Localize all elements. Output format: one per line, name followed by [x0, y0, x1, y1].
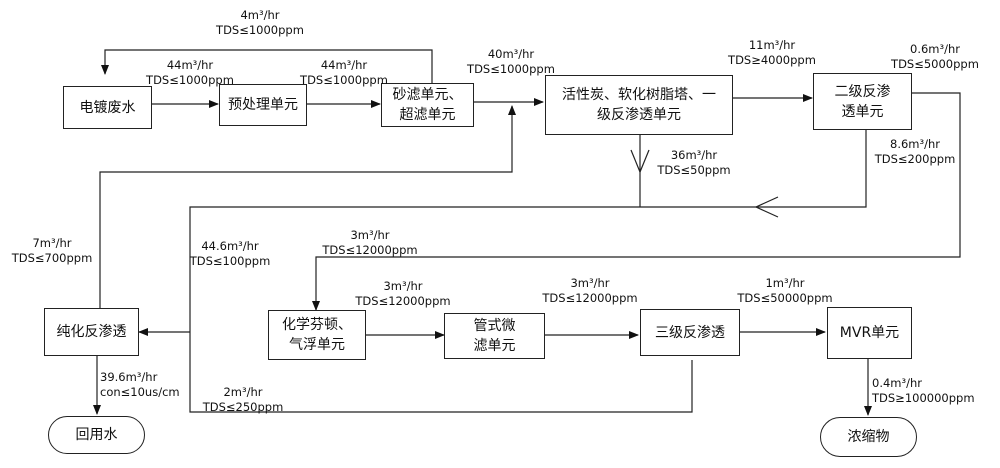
flow-label-recycle: 4m³/hr TDS≤1000ppm	[210, 8, 310, 38]
flow-rate: 7m³/hr	[32, 236, 72, 250]
flow-label-2: 2m³/hr TDS≤250ppm	[188, 385, 298, 415]
flow-quality: TDS≤12000ppm	[355, 294, 451, 308]
node-ro2[interactable]: 二级反渗透单元	[813, 73, 912, 130]
flow-rate: 0.4m³/hr	[872, 376, 922, 390]
node-sandfilter[interactable]: 砂滤单元、超滤单元	[381, 83, 474, 127]
flow-rate: 4m³/hr	[240, 8, 280, 22]
node-pretreat[interactable]: 预处理单元	[219, 84, 307, 126]
node-purify[interactable]: 纯化反渗透	[44, 308, 139, 356]
flow-label-446: 44.6m³/hr TDS≤100ppm	[180, 239, 280, 269]
flow-rate: 11m³/hr	[748, 38, 796, 52]
flow-label-06: 0.6m³/hr TDS≤5000ppm	[880, 42, 990, 72]
flow-rate: 3m³/hr	[570, 276, 610, 290]
flow-rate: 36m³/hr	[670, 148, 718, 162]
flow-label-04: 0.4m³/hr TDS≥100000ppm	[872, 376, 997, 406]
flow-quality: TDS≤1000ppm	[467, 62, 555, 76]
flow-quality: TDS≤12000ppm	[322, 243, 418, 257]
flow-label-44b: 44m³/hr TDS≤1000ppm	[294, 58, 394, 88]
flow-rate: 1m³/hr	[765, 276, 805, 290]
flow-rate: 44m³/hr	[320, 58, 368, 72]
recycle-line	[101, 49, 433, 83]
flow-quality: TDS≤50ppm	[657, 163, 731, 177]
line-permeate-trunk	[189, 206, 760, 413]
flow-rate: 39.6m³/hr	[100, 370, 158, 384]
flow-rate: 44.6m³/hr	[201, 239, 259, 253]
flow-quality: TDS≤1000ppm	[146, 73, 234, 87]
flow-label-396: 39.6m³/hr con≤10us/cm	[100, 370, 200, 400]
flow-rate: 0.6m³/hr	[910, 42, 960, 56]
flow-rate: 8.6m³/hr	[890, 137, 940, 151]
flow-quality: TDS≤50000ppm	[737, 291, 833, 305]
node-mvr[interactable]: MVR单元	[827, 307, 912, 359]
flow-quality: TDS≤700ppm	[11, 251, 93, 265]
node-tubular[interactable]: 管式微滤单元	[444, 313, 545, 359]
flow-rate: 44m³/hr	[166, 58, 214, 72]
flow-quality: TDS≥4000ppm	[728, 53, 816, 67]
flow-label-3a: 3m³/hr TDS≤12000ppm	[310, 228, 430, 258]
node-reuse[interactable]: 回用水	[48, 416, 145, 454]
open-arrow-down	[630, 149, 650, 174]
flow-quality: TDS≤100ppm	[189, 254, 271, 268]
flow-label-36: 36m³/hr TDS≤50ppm	[644, 148, 744, 178]
flow-label-44a: 44m³/hr TDS≤1000ppm	[140, 58, 240, 88]
flow-rate: 2m³/hr	[223, 385, 263, 399]
node-ro3[interactable]: 三级反渗透	[640, 309, 740, 356]
line-ro2-fenton	[312, 92, 961, 311]
flow-rate: 3m³/hr	[383, 279, 423, 293]
node-concentrate[interactable]: 浓缩物	[820, 417, 917, 457]
flow-quality: TDS≤5000ppm	[891, 57, 979, 71]
flow-quality: TDS≤250ppm	[202, 400, 284, 414]
flow-label-7: 7m³/hr TDS≤700ppm	[4, 236, 100, 266]
flow-quality: TDS≤12000ppm	[542, 291, 638, 305]
flow-label-1: 1m³/hr TDS≤50000ppm	[730, 276, 840, 306]
flow-quality: con≤10us/cm	[100, 385, 180, 399]
flow-label-3c: 3m³/hr TDS≤12000ppm	[535, 276, 645, 306]
flow-quality: TDS≤1000ppm	[300, 73, 388, 87]
flow-label-3b: 3m³/hr TDS≤12000ppm	[348, 279, 458, 309]
flow-quality: TDS≥100000ppm	[872, 391, 975, 405]
flow-label-86: 8.6m³/hr TDS≤200ppm	[860, 137, 970, 167]
node-fenton[interactable]: 化学芬顿、气浮单元	[268, 310, 366, 360]
flow-quality: TDS≤1000ppm	[216, 23, 304, 37]
line-ro2-permeate	[760, 130, 867, 208]
flow-quality: TDS≤200ppm	[874, 152, 956, 166]
node-wastewater[interactable]: 电镀废水	[63, 86, 152, 129]
flow-rate: 40m³/hr	[487, 47, 535, 61]
flow-rate: 3m³/hr	[350, 228, 390, 242]
flow-label-40: 40m³/hr TDS≤1000ppm	[456, 47, 566, 77]
node-carbon[interactable]: 活性炭、软化树脂塔、一级反渗透单元	[545, 75, 733, 135]
line-purify-recycle	[99, 105, 516, 308]
flow-label-11: 11m³/hr TDS≥4000ppm	[722, 38, 822, 68]
